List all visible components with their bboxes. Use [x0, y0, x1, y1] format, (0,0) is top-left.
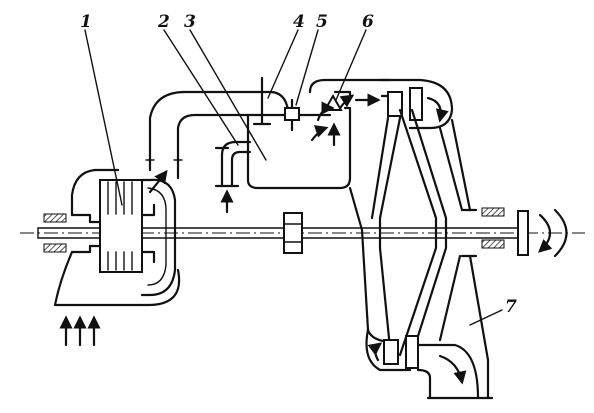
compressor	[53, 168, 181, 347]
output-flange	[517, 208, 568, 258]
right-bearing	[481, 207, 505, 249]
callout-5: 5	[316, 12, 328, 32]
fuel-inlet-pipe	[214, 140, 252, 214]
callout-7: 7	[505, 297, 517, 317]
mixer-nozzle	[308, 78, 392, 147]
left-bearing	[43, 213, 67, 253]
callout-1: 1	[80, 12, 92, 32]
shaft-coupling	[283, 212, 303, 254]
igniter-probe	[252, 76, 272, 126]
leader-lines	[84, 29, 503, 326]
turbine	[348, 78, 494, 400]
callout-3: 3	[184, 12, 196, 32]
air-duct	[145, 90, 290, 180]
callout-2: 2	[157, 12, 170, 32]
valve	[284, 98, 300, 132]
callout-4: 4	[293, 12, 305, 32]
callout-6: 6	[362, 12, 374, 32]
callout-labels: 1 2 3 4 5 6 7	[80, 12, 517, 317]
